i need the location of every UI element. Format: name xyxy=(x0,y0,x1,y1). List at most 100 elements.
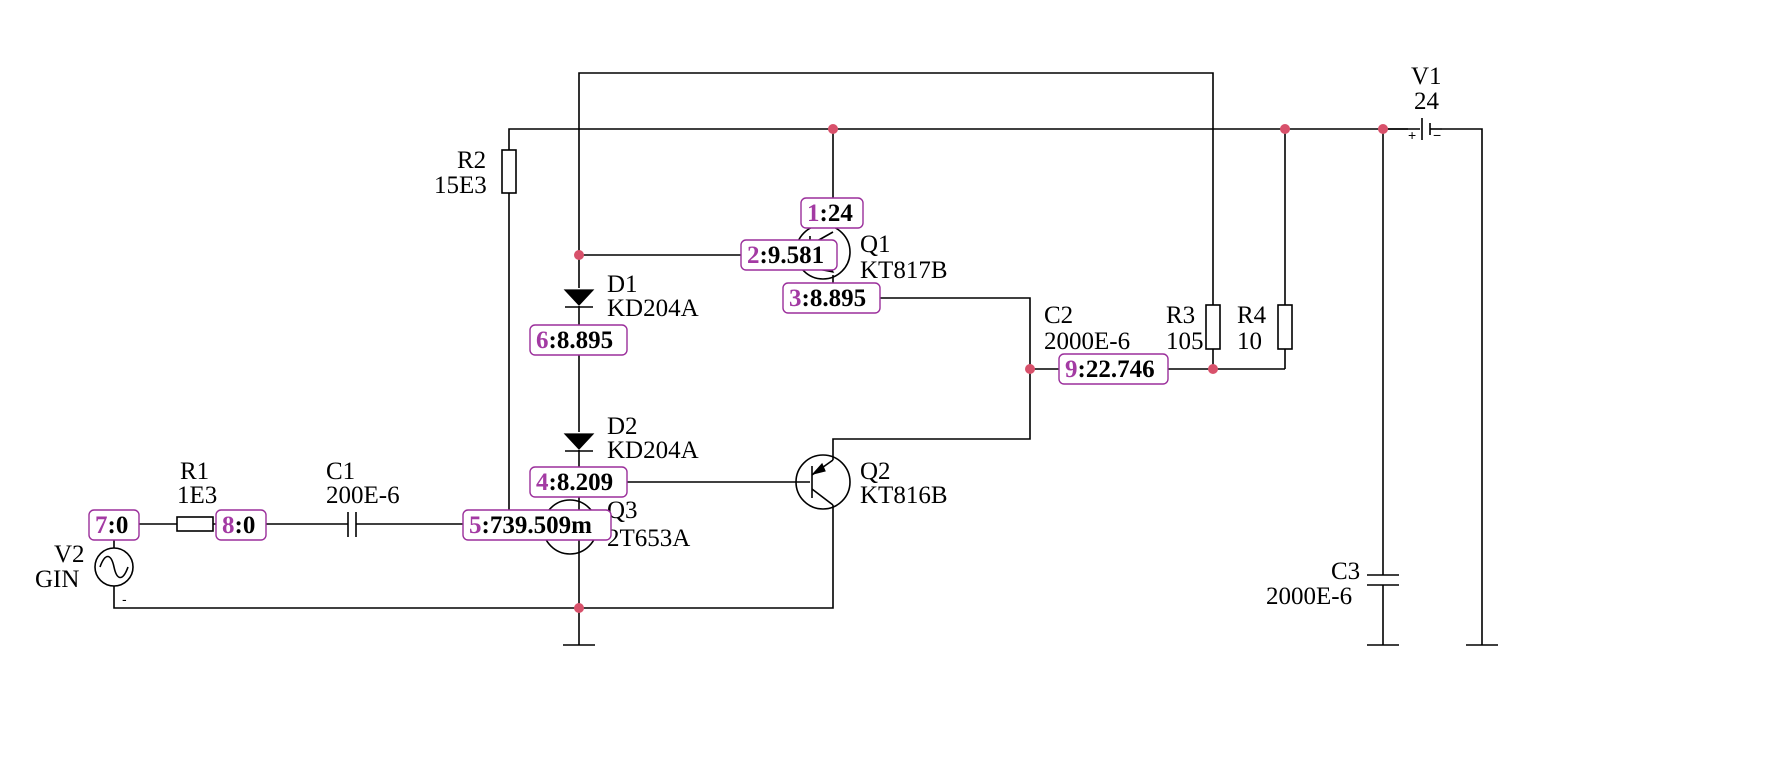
q2-ref: Q2 xyxy=(860,458,891,485)
node-voltage: 8.895 xyxy=(810,285,866,312)
node-separator: : xyxy=(108,512,116,539)
junction-dot xyxy=(1208,364,1218,374)
node-label-2[interactable]: 2:9.581 xyxy=(740,239,838,271)
node-label-text: 5:739.509m xyxy=(469,512,592,539)
node-number: 9 xyxy=(1065,356,1078,383)
wire-c2-q2 xyxy=(832,369,1031,460)
junction-dot xyxy=(574,250,584,260)
capacitor-c3[interactable]: C3 2000E-6 xyxy=(1266,558,1399,610)
node-label-box xyxy=(215,509,267,541)
transistor-q2[interactable]: Q2 KT816B xyxy=(795,454,948,510)
resistor-r4[interactable]: R4 10 xyxy=(1237,302,1293,355)
q2-outline xyxy=(795,454,851,510)
node-separator: : xyxy=(549,469,557,496)
node-number: 4 xyxy=(536,469,549,496)
node-voltage: 0 xyxy=(116,512,129,539)
capacitor-c2[interactable]: C2 2000E-6 xyxy=(1044,302,1130,382)
v2-value: GIN xyxy=(35,566,79,593)
node-label-5[interactable]: 5:739.509m xyxy=(462,509,612,541)
r1-ref: R1 xyxy=(180,458,209,485)
node-label-text: 8:0 xyxy=(222,512,255,539)
r3-value: 105 xyxy=(1166,328,1204,355)
node-voltage: 8.209 xyxy=(557,469,613,496)
wire-v2-return xyxy=(113,586,579,609)
node-label-box xyxy=(462,509,612,541)
r1-value: 1E3 xyxy=(177,482,217,509)
generator-v2[interactable]: V2 GIN - xyxy=(35,541,134,607)
node-label-8[interactable]: 8:0 xyxy=(215,509,267,541)
q1-value: KT817B xyxy=(860,257,948,284)
v2-outline xyxy=(94,547,134,587)
r2-body xyxy=(501,149,517,194)
d1-ref: D1 xyxy=(607,271,638,298)
d2-value: KD204A xyxy=(607,437,699,464)
node-separator: : xyxy=(549,327,557,354)
node-number: 5 xyxy=(469,512,482,539)
node-voltage: 24 xyxy=(828,200,854,227)
wires xyxy=(113,72,1483,645)
node-label-box xyxy=(1058,353,1169,385)
node-separator: : xyxy=(760,242,768,269)
resistor-r2[interactable]: R2 15E3 xyxy=(434,147,517,199)
q1-ref: Q1 xyxy=(860,231,891,258)
node-label-text: 4:8.209 xyxy=(536,469,613,496)
junction-dot xyxy=(1280,124,1290,134)
capacitor-c1[interactable]: C1 200E-6 xyxy=(326,458,400,537)
r3-body xyxy=(1205,304,1221,350)
node-label-1[interactable]: 1:24 xyxy=(800,197,864,229)
node-label-box xyxy=(88,509,140,541)
resistor-r1[interactable]: R1 1E3 xyxy=(176,458,217,532)
battery-v1[interactable]: + − V1 24 xyxy=(1383,63,1442,143)
node-voltage: 0 xyxy=(243,512,256,539)
node-voltage: 9.581 xyxy=(768,242,824,269)
q2-emitter-arrow xyxy=(811,462,826,476)
node-label-box xyxy=(782,282,881,314)
r2-ref: R2 xyxy=(457,147,486,174)
c1-value: 200E-6 xyxy=(326,482,400,509)
wire-q2-collector xyxy=(579,505,834,609)
node-label-text: 6:8.895 xyxy=(536,327,613,354)
node-separator: : xyxy=(482,512,490,539)
diode-d2[interactable]: D2 KD204A xyxy=(563,413,699,464)
d2-triangle xyxy=(563,433,595,450)
node-voltage: 8.895 xyxy=(557,327,613,354)
q3-ref: Q3 xyxy=(607,497,638,524)
node-number: 3 xyxy=(789,285,802,312)
node-separator: : xyxy=(802,285,810,312)
node-number: 8 xyxy=(222,512,235,539)
v2-ref: V2 xyxy=(54,541,85,568)
v2-minus-sign: - xyxy=(122,591,127,607)
node-number: 6 xyxy=(536,327,549,354)
node-label-6[interactable]: 6:8.895 xyxy=(529,324,628,356)
node-label-3[interactable]: 3:8.895 xyxy=(782,282,881,314)
node-label-box xyxy=(740,239,838,271)
node-label-box xyxy=(529,324,628,356)
junction-dot xyxy=(574,603,584,613)
r4-ref: R4 xyxy=(1237,302,1267,329)
r2-value: 15E3 xyxy=(434,172,487,199)
d1-triangle xyxy=(563,289,595,306)
diode-d1[interactable]: D1 KD204A xyxy=(563,271,699,322)
d2-ref: D2 xyxy=(607,413,638,440)
q2-collector-leg xyxy=(811,488,834,506)
v1-plus-sign: + xyxy=(1408,127,1416,143)
wire-supply-rail xyxy=(508,128,1408,150)
q3-value: 2T653A xyxy=(607,525,690,552)
node-voltage: 22.746 xyxy=(1086,356,1155,383)
node-label-box xyxy=(800,197,864,229)
node-number: 2 xyxy=(747,242,760,269)
wire-top-loop xyxy=(578,72,1214,305)
d1-value: KD204A xyxy=(607,295,699,322)
r4-body xyxy=(1277,304,1293,350)
junction-dot xyxy=(1025,364,1035,374)
v1-ref: V1 xyxy=(1411,63,1442,90)
node-label-4[interactable]: 4:8.209 xyxy=(529,466,628,498)
node-separator: : xyxy=(1078,356,1086,383)
resistor-r3[interactable]: R3 105 xyxy=(1166,302,1221,355)
c3-ref: C3 xyxy=(1331,558,1360,585)
node-label-7[interactable]: 7:0 xyxy=(88,509,140,541)
wire-v1-right xyxy=(1442,128,1483,645)
node-label-9[interactable]: 9:22.746 xyxy=(1058,353,1169,385)
